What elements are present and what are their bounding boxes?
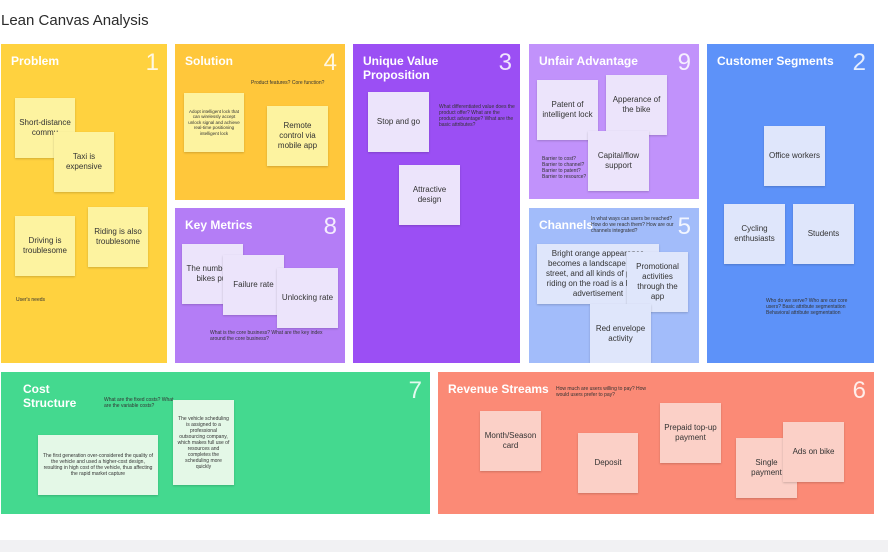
panel-unique-value-proposition[interactable]: Unique Value Proposition 3 Stop and go W…: [353, 44, 520, 363]
sticky-note[interactable]: Stop and go: [368, 92, 429, 152]
sticky-note[interactable]: Attractive design: [399, 165, 460, 225]
panel-title-revenue-streams: Revenue Streams: [448, 382, 549, 396]
sticky-note[interactable]: Red envelope activity: [590, 304, 651, 363]
panel-title-key-metrics: Key Metrics: [185, 218, 253, 232]
sticky-note[interactable]: Adopt intelligent lock that can wireless…: [184, 93, 244, 152]
sticky-note[interactable]: Cycling enthusiasts: [724, 204, 785, 264]
sticky-note[interactable]: Apperance of the bike: [606, 75, 667, 135]
panel-question: In what ways can users be reached? How d…: [591, 216, 674, 234]
sticky-note[interactable]: Failure rate: [223, 255, 284, 315]
sticky-note[interactable]: Students: [793, 204, 854, 264]
panel-cost-structure[interactable]: Cost Structure 7 What are the fixed cost…: [1, 372, 430, 514]
panel-question: How much are users willing to pay? How w…: [556, 386, 647, 398]
sticky-note[interactable]: Ads on bike: [783, 422, 844, 482]
panel-number-customer-segments: 2: [852, 49, 866, 76]
sticky-note[interactable]: The vehicle scheduling is assigned to a …: [173, 400, 234, 485]
panel-title-uvp: Unique Value Proposition: [363, 54, 439, 82]
panel-question: Product features? Core function?: [251, 80, 325, 86]
panel-title-customer-segments: Customer Segments: [717, 54, 834, 68]
sticky-note[interactable]: Month/Season card: [480, 411, 541, 471]
sticky-note[interactable]: Capital/flow support: [588, 131, 649, 191]
panel-question: Who do we serve? Who are our core users?…: [766, 298, 848, 316]
panel-title-unfair-advantage: Unfair Advantage: [539, 54, 638, 68]
panel-key-metrics[interactable]: Key Metrics 8 The number of bikes put Fa…: [175, 208, 345, 363]
panel-number-channels: 5: [677, 213, 691, 240]
panel-unfair-advantage[interactable]: Unfair Advantage 9 Patent of intelligent…: [529, 44, 699, 199]
panel-question: What differentiated value does the produ…: [439, 104, 515, 128]
panel-number-key-metrics: 8: [323, 213, 337, 240]
panel-channels[interactable]: Channels 5 In what ways can users be rea…: [529, 208, 699, 363]
panel-title-cost-structure: Cost Structure: [23, 382, 77, 410]
sticky-note[interactable]: Driving is troublesome: [15, 216, 75, 276]
panel-question: User's needs: [16, 297, 46, 303]
panel-number-cost-structure: 7: [408, 377, 422, 404]
sticky-note[interactable]: Prepaid top-up payment: [660, 403, 721, 463]
panel-title-channels: Channels: [539, 218, 594, 232]
panel-number-unfair-advantage: 9: [677, 49, 691, 76]
sticky-note[interactable]: Office workers: [764, 126, 825, 186]
horizontal-scrollbar[interactable]: [0, 542, 888, 552]
panel-number-uvp: 3: [498, 49, 512, 76]
panel-question: What is the core business? What are the …: [210, 330, 323, 342]
panel-number-revenue-streams: 6: [852, 377, 866, 404]
panel-number-solution: 4: [323, 49, 337, 76]
sticky-note[interactable]: Taxi is expensive: [54, 132, 114, 192]
panel-customer-segments[interactable]: Customer Segments 2 Office workers Cycli…: [707, 44, 874, 363]
sticky-note[interactable]: Patent of intelligent lock: [537, 80, 598, 140]
panel-title-solution: Solution: [185, 54, 233, 68]
panel-question: Barrier to cost? Barrier to channel? Bar…: [542, 156, 587, 180]
panel-problem[interactable]: Problem 1 Short-distance commu Taxi is e…: [1, 44, 167, 363]
sticky-note[interactable]: The first generation over-considered the…: [38, 435, 158, 495]
panel-question: What are the fixed costs? What are the v…: [104, 397, 174, 409]
sticky-note[interactable]: Deposit: [578, 433, 638, 493]
sticky-note[interactable]: Unlocking rate: [277, 268, 338, 328]
sticky-note[interactable]: Remote control via mobile app: [267, 106, 328, 166]
page-title: Lean Canvas Analysis: [1, 12, 149, 29]
panel-number-problem: 1: [145, 49, 159, 76]
panel-revenue-streams[interactable]: Revenue Streams 6 How much are users wil…: [438, 372, 874, 514]
sticky-note[interactable]: Promotional activities through the app: [627, 252, 688, 312]
panel-title-problem: Problem: [11, 54, 60, 68]
sticky-note[interactable]: Riding is also troublesome: [88, 207, 148, 267]
panel-solution[interactable]: Solution 4 Product features? Core functi…: [175, 44, 345, 200]
